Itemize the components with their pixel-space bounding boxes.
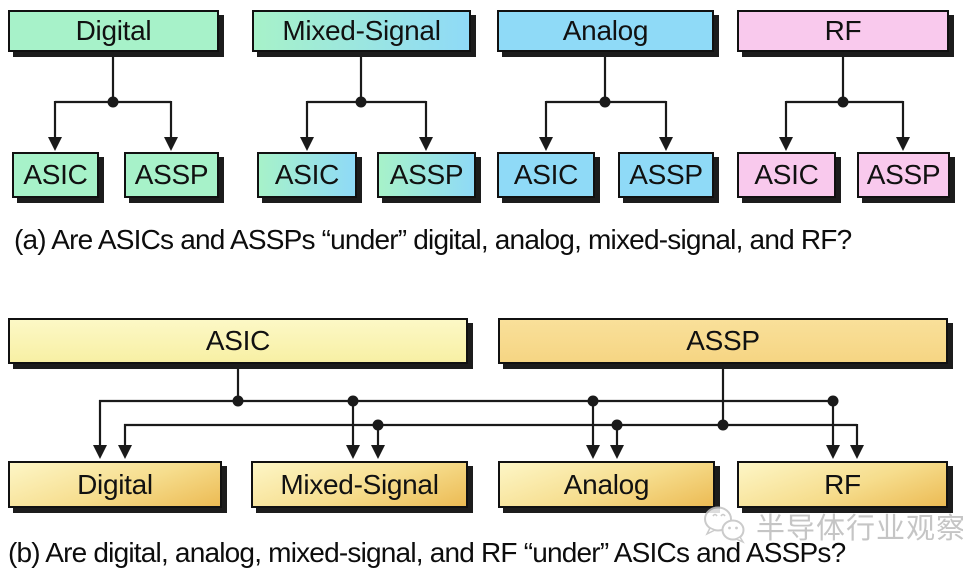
asic-box-digital: ASIC: [12, 152, 99, 198]
connector-analog-group: [539, 52, 673, 151]
connector-assp-bus: [118, 364, 864, 459]
assp-box-analog: ASSP: [618, 152, 714, 198]
category-box-analog: Analog: [497, 10, 714, 52]
connector-mixed-signal-group: [300, 52, 433, 151]
child-box-rf: RF: [737, 461, 948, 508]
assp-parent-box: ASSP: [498, 318, 948, 364]
watermark: 半导体行业观察: [700, 504, 963, 548]
assp-box-mixed-signal: ASSP: [377, 152, 476, 198]
category-box-digital: Digital: [8, 10, 219, 52]
asic-box-mixed-signal: ASIC: [257, 152, 357, 198]
watermark-text: 半导体行业观察: [756, 511, 963, 545]
child-box-mixed-signal: Mixed-Signal: [251, 461, 468, 508]
asic-box-analog: ASIC: [497, 152, 595, 198]
assp-box-digital: ASSP: [124, 152, 219, 198]
asic-box-rf: ASIC: [737, 152, 836, 198]
child-box-analog: Analog: [498, 461, 715, 508]
category-box-mixed-signal: Mixed-Signal: [252, 10, 471, 52]
asic-parent-box: ASIC: [8, 318, 468, 364]
caption-a: (a) Are ASICs and ASSPs “under” digital,…: [14, 224, 852, 255]
connector-rf-group: [779, 52, 910, 151]
child-box-digital: Digital: [8, 461, 222, 508]
caption-b: (b) Are digital, analog, mixed-signal, a…: [8, 537, 846, 568]
connector-digital-group: [48, 52, 178, 151]
wechat-icon: [704, 506, 745, 544]
connector-asic-bus: [93, 364, 840, 459]
category-box-rf: RF: [737, 10, 949, 52]
assp-box-rf: ASSP: [857, 152, 950, 198]
